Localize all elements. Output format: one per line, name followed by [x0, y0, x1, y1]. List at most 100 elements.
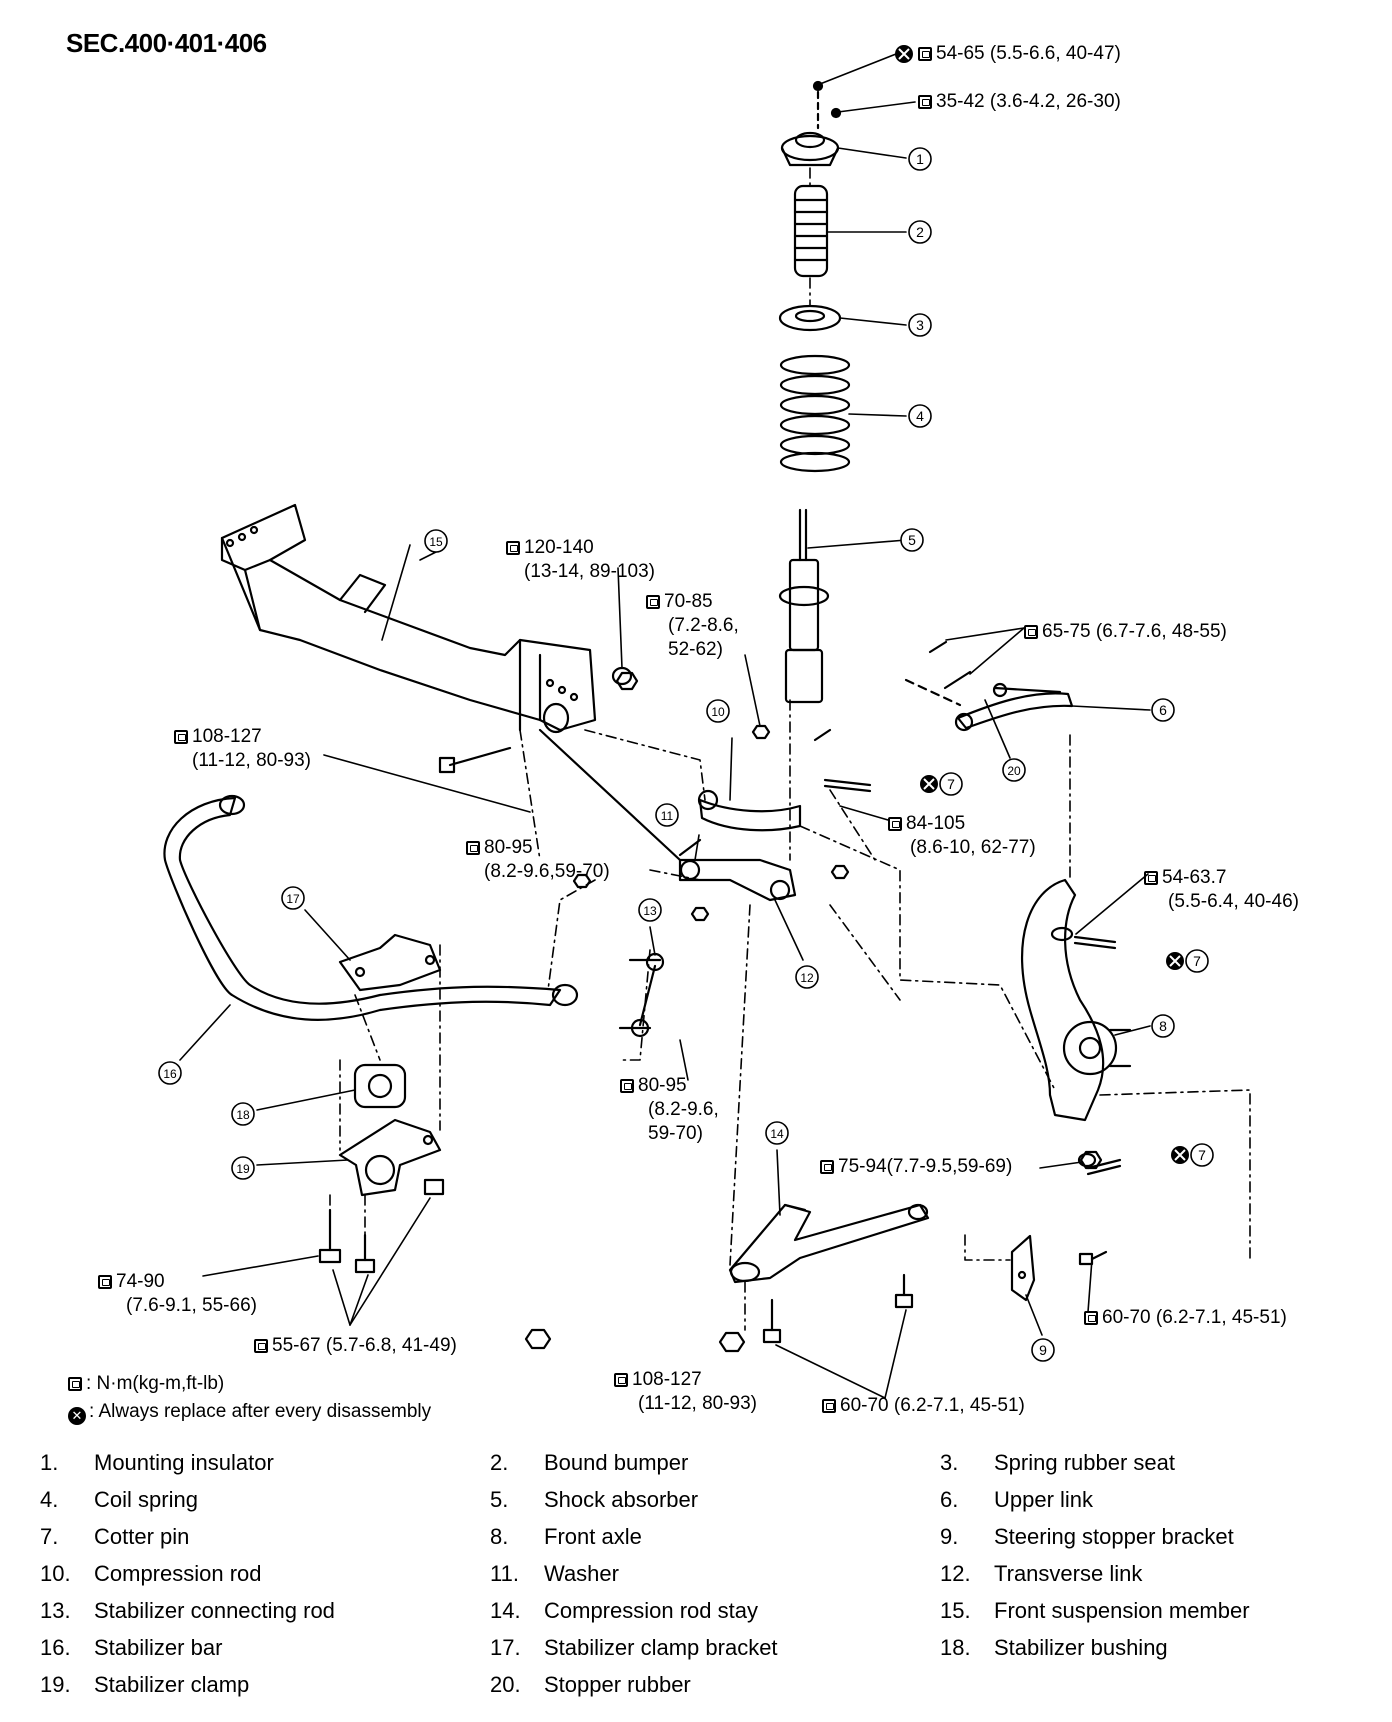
callout-8: 8	[1151, 1014, 1175, 1038]
wrench-icon	[254, 1339, 268, 1353]
wrench-icon	[98, 1275, 112, 1289]
callout-14: 14	[765, 1121, 789, 1145]
callout-9: 9	[1031, 1338, 1055, 1362]
compression-rod-stay-part	[728, 1203, 930, 1284]
torque-transverse-link-ball-joint: 75-94(7.7-9.5,59-69)	[820, 1155, 1012, 1179]
wrench-icon	[466, 841, 480, 855]
callout-12: 12	[795, 965, 819, 989]
mounting-insulator-part	[780, 80, 842, 167]
stabilizer-bolts	[318, 1178, 445, 1274]
torque-clamp-bracket-bolt: 74-90(7.6-9.1, 55-66)	[98, 1270, 257, 1318]
stabilizer-bar-part	[163, 794, 579, 1021]
wrench-icon	[506, 541, 520, 555]
assembly-lines	[329, 167, 1251, 1331]
svg-text:7: 7	[1198, 1147, 1206, 1163]
wrench-icon	[822, 1399, 836, 1413]
wrench-icon	[918, 95, 932, 109]
wrench-icon	[614, 1373, 628, 1387]
cotter-pins	[823, 778, 1122, 1176]
callout-5: 5	[900, 528, 924, 552]
torque-stabilizer-clamp-bolts: 55-67 (5.7-6.8, 41-49)	[254, 1334, 457, 1358]
callout-17: 17	[281, 886, 305, 910]
svg-text:1: 1	[916, 151, 924, 167]
torque-shock-lower: 70-85(7.2-8.6,52-62)	[646, 590, 739, 662]
svg-text:7: 7	[1193, 953, 1201, 969]
legend-replace-note: ✕: Always replace after every disassembl…	[68, 1400, 431, 1425]
callout-7b: 7	[1185, 949, 1209, 973]
svg-text:3: 3	[916, 317, 924, 333]
wrench-icon	[888, 817, 902, 831]
callout-19: 19	[231, 1156, 255, 1180]
torque-rod-stay-bolts: 60-70 (6.2-7.1, 45-51)	[822, 1394, 1025, 1418]
stabilizer-connecting-rod-part	[618, 952, 665, 1038]
svg-text:9: 9	[1039, 1342, 1047, 1358]
svg-text:6: 6	[1159, 702, 1167, 718]
steering-stopper-bracket-part	[1010, 1234, 1036, 1302]
svg-text:4: 4	[916, 408, 924, 424]
callout-11: 11	[655, 803, 679, 827]
svg-text:13: 13	[643, 904, 657, 918]
callout-7a: 7	[939, 772, 963, 796]
wrench-icon	[918, 47, 932, 61]
torque-upper-link-bolts: 65-75 (6.7-7.6, 48-55)	[1024, 620, 1227, 644]
spring-rubber-seat-part	[778, 304, 842, 332]
callout-2: 2	[908, 220, 932, 244]
svg-text:14: 14	[770, 1127, 784, 1141]
svg-text:16: 16	[163, 1067, 177, 1081]
stabilizer-bushing-part	[353, 1063, 407, 1109]
svg-text:7: 7	[947, 776, 955, 792]
wrench-icon	[1084, 1311, 1098, 1325]
replace-icon: ✕	[68, 1407, 86, 1425]
wrench-icon	[620, 1079, 634, 1093]
torque-leader-lines	[202, 53, 1149, 1399]
stabilizer-clamp-part	[338, 1118, 442, 1197]
transverse-link-part	[678, 858, 797, 902]
svg-text:10: 10	[711, 705, 725, 719]
upper-link-part	[904, 640, 1074, 732]
torque-insulator-bolt: 35-42 (3.6-4.2, 26-30)	[918, 90, 1121, 114]
wrench-icon	[1144, 871, 1158, 885]
replace-markers	[895, 45, 1189, 1164]
bound-bumper-part	[793, 184, 829, 278]
wrench-icon	[1024, 625, 1038, 639]
wrench-icon	[820, 1160, 834, 1174]
front-axle-part	[1021, 878, 1132, 1168]
svg-text:20: 20	[1007, 764, 1021, 778]
torque-insulator-nut: 54-65 (5.5-6.6, 40-47)	[918, 42, 1121, 66]
callout-20: 20	[1002, 758, 1026, 782]
callout-18: 18	[231, 1102, 255, 1126]
torque-transverse-link-bolt: 108-127(11-12, 80-93)	[174, 725, 311, 773]
callout-1: 1	[908, 147, 932, 171]
callout-6: 6	[1151, 698, 1175, 722]
svg-text:19: 19	[236, 1162, 250, 1176]
torque-compression-rod-nut: 84-105(8.6-10, 62-77)	[888, 812, 1036, 860]
torque-upper-link-ball-joint: 54-63.7(5.5-6.4, 40-46)	[1144, 866, 1299, 914]
torque-stopper-bracket-bolt: 60-70 (6.2-7.1, 45-51)	[1084, 1306, 1287, 1330]
svg-text:2: 2	[916, 224, 924, 240]
wrench-icon	[68, 1377, 82, 1391]
torque-rod-stay-nut: 108-127(11-12, 80-93)	[614, 1368, 757, 1416]
callout-3: 3	[908, 313, 932, 337]
callout-13: 13	[638, 898, 662, 922]
callout-16: 16	[158, 1061, 182, 1085]
front-suspension-member-part	[220, 503, 633, 774]
svg-text:18: 18	[236, 1108, 250, 1122]
nuts	[524, 671, 1108, 1353]
callout-15: 15	[424, 529, 448, 553]
torque-connecting-rod-upper: 80-95(8.2-9.6,59-70)	[466, 836, 610, 884]
stabilizer-clamp-bracket-part	[338, 933, 442, 992]
leader-lines	[179, 147, 1151, 1336]
svg-text:8: 8	[1159, 1018, 1167, 1034]
svg-text:17: 17	[286, 892, 300, 906]
torque-connecting-rod-lower: 80-95(8.2-9.6,59-70)	[620, 1074, 719, 1146]
svg-text:15: 15	[429, 535, 443, 549]
svg-text:11: 11	[661, 809, 674, 823]
torque-member-bolt: 120-140(13-14, 89-103)	[506, 536, 655, 584]
callout-10: 10	[706, 699, 730, 723]
shock-absorber-part	[778, 508, 832, 742]
callout-4: 4	[908, 404, 932, 428]
svg-text:5: 5	[908, 532, 916, 548]
suspension-exploded-diagram: 1 2 3 4 5 6 20 15 10 11 12 13 14 16 17 1…	[158, 45, 1251, 1399]
svg-text:12: 12	[800, 971, 814, 985]
section-title: SEC.400·401·406	[66, 28, 267, 58]
